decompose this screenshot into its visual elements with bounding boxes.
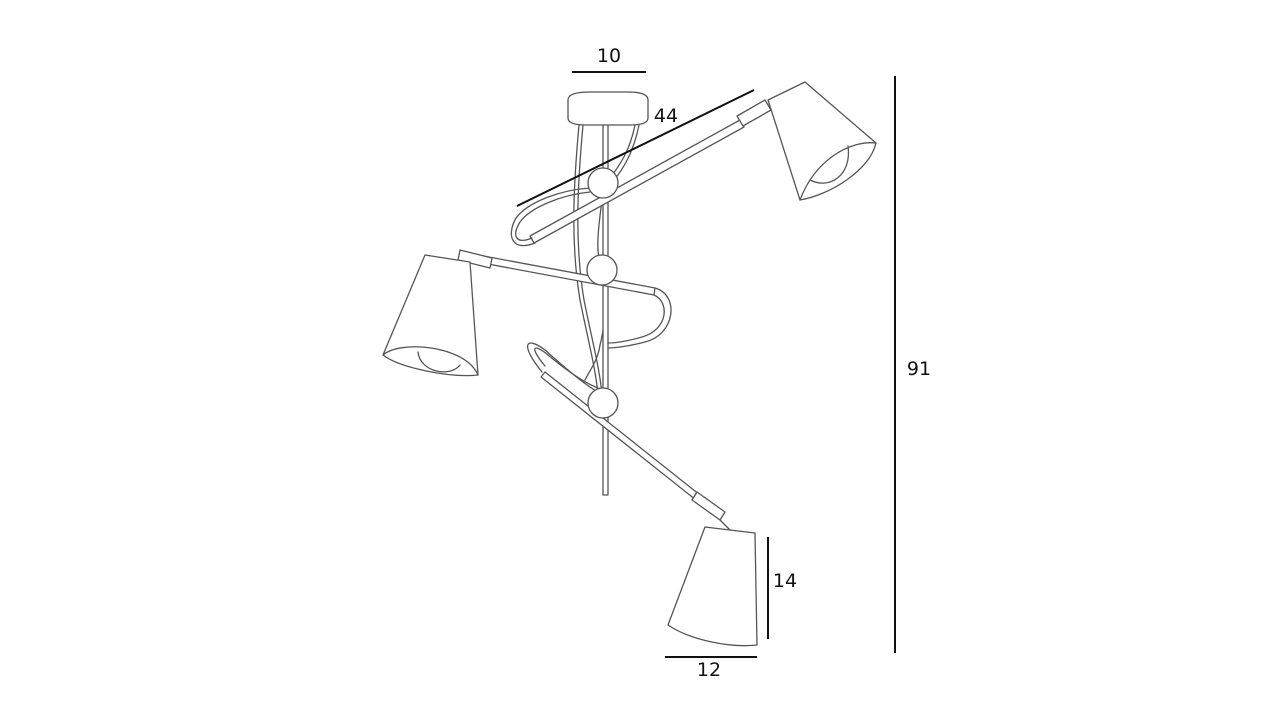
dimension-total-height: 91: [894, 76, 931, 653]
dimension-label: 44: [654, 105, 678, 127]
dimension-shade-width: 12: [665, 656, 757, 681]
dimension-label: 12: [697, 659, 721, 681]
joint: [587, 167, 619, 199]
middle-arm: [457, 249, 672, 349]
dimension-arm-length: 44: [516, 89, 755, 207]
dimension-canopy-width: 10: [572, 45, 646, 73]
dimension-label: 10: [597, 45, 621, 67]
joint: [587, 387, 619, 419]
dimension-label: 14: [773, 570, 797, 592]
ceiling-canopy: [567, 91, 649, 126]
bottom-shade: [667, 519, 758, 647]
dimension-label: 91: [907, 358, 931, 380]
joint: [586, 254, 618, 286]
top-arm: [510, 99, 772, 247]
bottom-arm: [526, 342, 726, 521]
top-right-shade: [767, 81, 877, 201]
left-shade: [382, 254, 479, 377]
dimension-shade-height: 14: [767, 537, 797, 639]
